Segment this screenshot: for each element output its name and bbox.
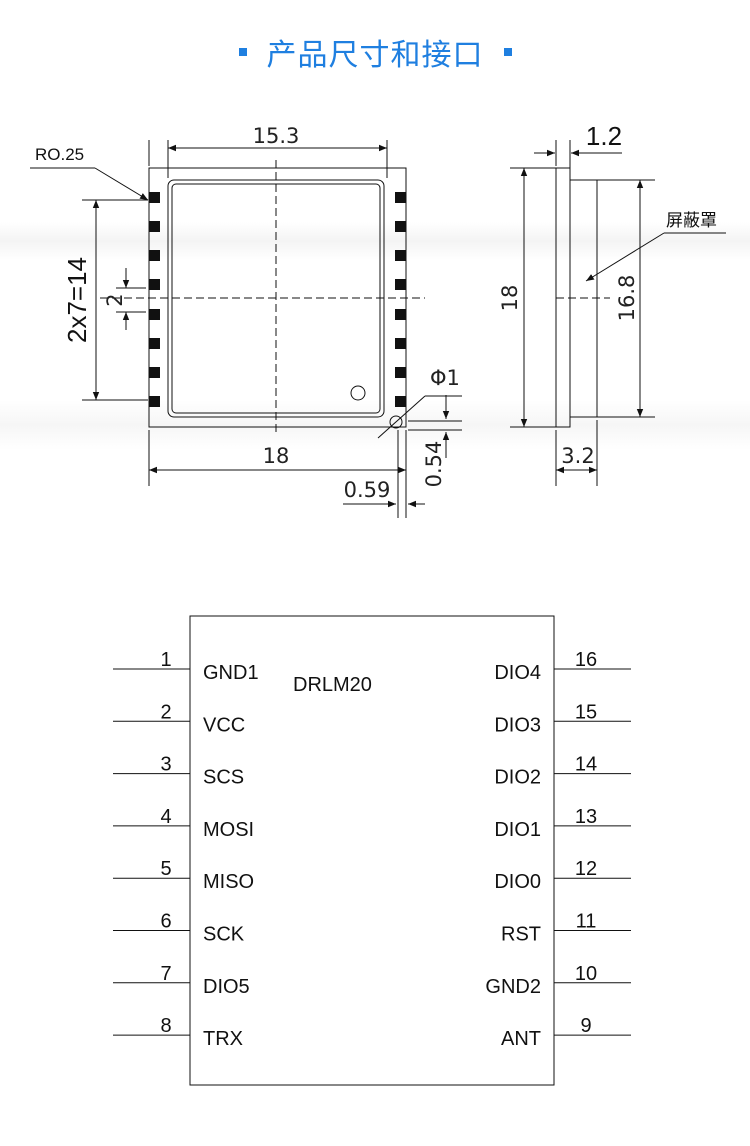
pin-label: DIO3 bbox=[494, 714, 541, 736]
pad bbox=[395, 221, 406, 232]
module-name: DRLM20 bbox=[293, 674, 372, 696]
pin-label: TRX bbox=[203, 1028, 243, 1050]
pin-number: 15 bbox=[575, 701, 597, 723]
pin-label: VCC bbox=[203, 714, 245, 736]
pin-number: 12 bbox=[575, 858, 597, 880]
dim-label-0-54: 0.54 bbox=[422, 441, 446, 488]
pads bbox=[149, 192, 406, 407]
pin-label: MISO bbox=[203, 871, 254, 893]
pin-number: 10 bbox=[575, 963, 597, 985]
pad bbox=[149, 279, 160, 290]
dim-label-16-8: 16.8 bbox=[615, 275, 639, 322]
pad bbox=[149, 367, 160, 378]
pad bbox=[149, 396, 160, 407]
section-title: 产品尺寸和接口 bbox=[266, 38, 484, 73]
pad bbox=[395, 367, 406, 378]
pad bbox=[395, 309, 406, 320]
pad bbox=[149, 192, 160, 203]
hole-leader bbox=[377, 395, 426, 439]
pin-label: ANT bbox=[501, 1028, 541, 1050]
bullet-square-icon bbox=[238, 48, 247, 56]
dim-label-pitch: 2 bbox=[103, 293, 127, 306]
pad bbox=[149, 250, 160, 261]
pad bbox=[149, 338, 160, 349]
pad bbox=[395, 279, 406, 290]
pin-number: 4 bbox=[160, 806, 171, 828]
pin-label: GND1 bbox=[203, 662, 259, 684]
side-view bbox=[510, 140, 726, 486]
dim-label-pitch-total: 2x7=14 bbox=[62, 257, 92, 343]
pin-number: 11 bbox=[576, 911, 597, 933]
corner-radius-label: RO.25 bbox=[35, 145, 84, 164]
pin-number: 5 bbox=[160, 858, 171, 880]
dim-label-15-3: 15.3 bbox=[253, 124, 300, 148]
pad bbox=[395, 396, 406, 407]
pin-number: 3 bbox=[160, 754, 171, 776]
pin-number: 9 bbox=[580, 1015, 591, 1037]
pin-number: 7 bbox=[160, 963, 171, 985]
pin-number: 13 bbox=[575, 806, 597, 828]
background-band bbox=[0, 222, 750, 260]
pad bbox=[395, 338, 406, 349]
pad bbox=[149, 221, 160, 232]
dim-label-side-18: 18 bbox=[498, 285, 522, 312]
bullet-square-icon bbox=[503, 48, 512, 56]
dim-label-18: 18 bbox=[263, 444, 290, 468]
shield-leader bbox=[585, 232, 665, 282]
pin-number: 16 bbox=[575, 649, 597, 671]
shield-label: 屏蔽罩 bbox=[666, 211, 717, 230]
corner-leader bbox=[94, 167, 149, 201]
pin-number: 1 bbox=[160, 649, 171, 671]
pin-label: DIO1 bbox=[494, 819, 541, 841]
dim-label-1-2: 1.2 bbox=[586, 121, 622, 151]
top-view bbox=[30, 140, 462, 518]
pad bbox=[149, 309, 160, 320]
pin-number: 6 bbox=[160, 911, 171, 933]
pin-label: DIO2 bbox=[494, 767, 541, 789]
dim-label-hole: Φ1 bbox=[430, 366, 460, 390]
pin-number: 8 bbox=[160, 1015, 171, 1037]
pin-label: MOSI bbox=[203, 819, 254, 841]
dim-label-3-2: 3.2 bbox=[561, 444, 594, 468]
pin-label: DIO4 bbox=[494, 662, 541, 684]
pin-label: GND2 bbox=[485, 976, 541, 998]
dim-label-0-59: 0.59 bbox=[344, 478, 391, 502]
pad bbox=[395, 250, 406, 261]
mount-hole bbox=[389, 415, 403, 429]
pin-label: DIO0 bbox=[494, 871, 541, 893]
pin1-marker-circle bbox=[350, 385, 366, 401]
pin-label: RST bbox=[501, 924, 541, 946]
pin-number: 14 bbox=[575, 754, 597, 776]
background-band bbox=[0, 400, 750, 450]
pin-label: SCK bbox=[203, 924, 245, 946]
module-body bbox=[189, 615, 555, 1086]
pin-label: DIO5 bbox=[203, 976, 250, 998]
pin-number: 2 bbox=[160, 701, 171, 723]
section-header: 产品尺寸和接口 bbox=[0, 22, 750, 82]
pin-label: SCS bbox=[203, 767, 244, 789]
pad bbox=[395, 192, 406, 203]
